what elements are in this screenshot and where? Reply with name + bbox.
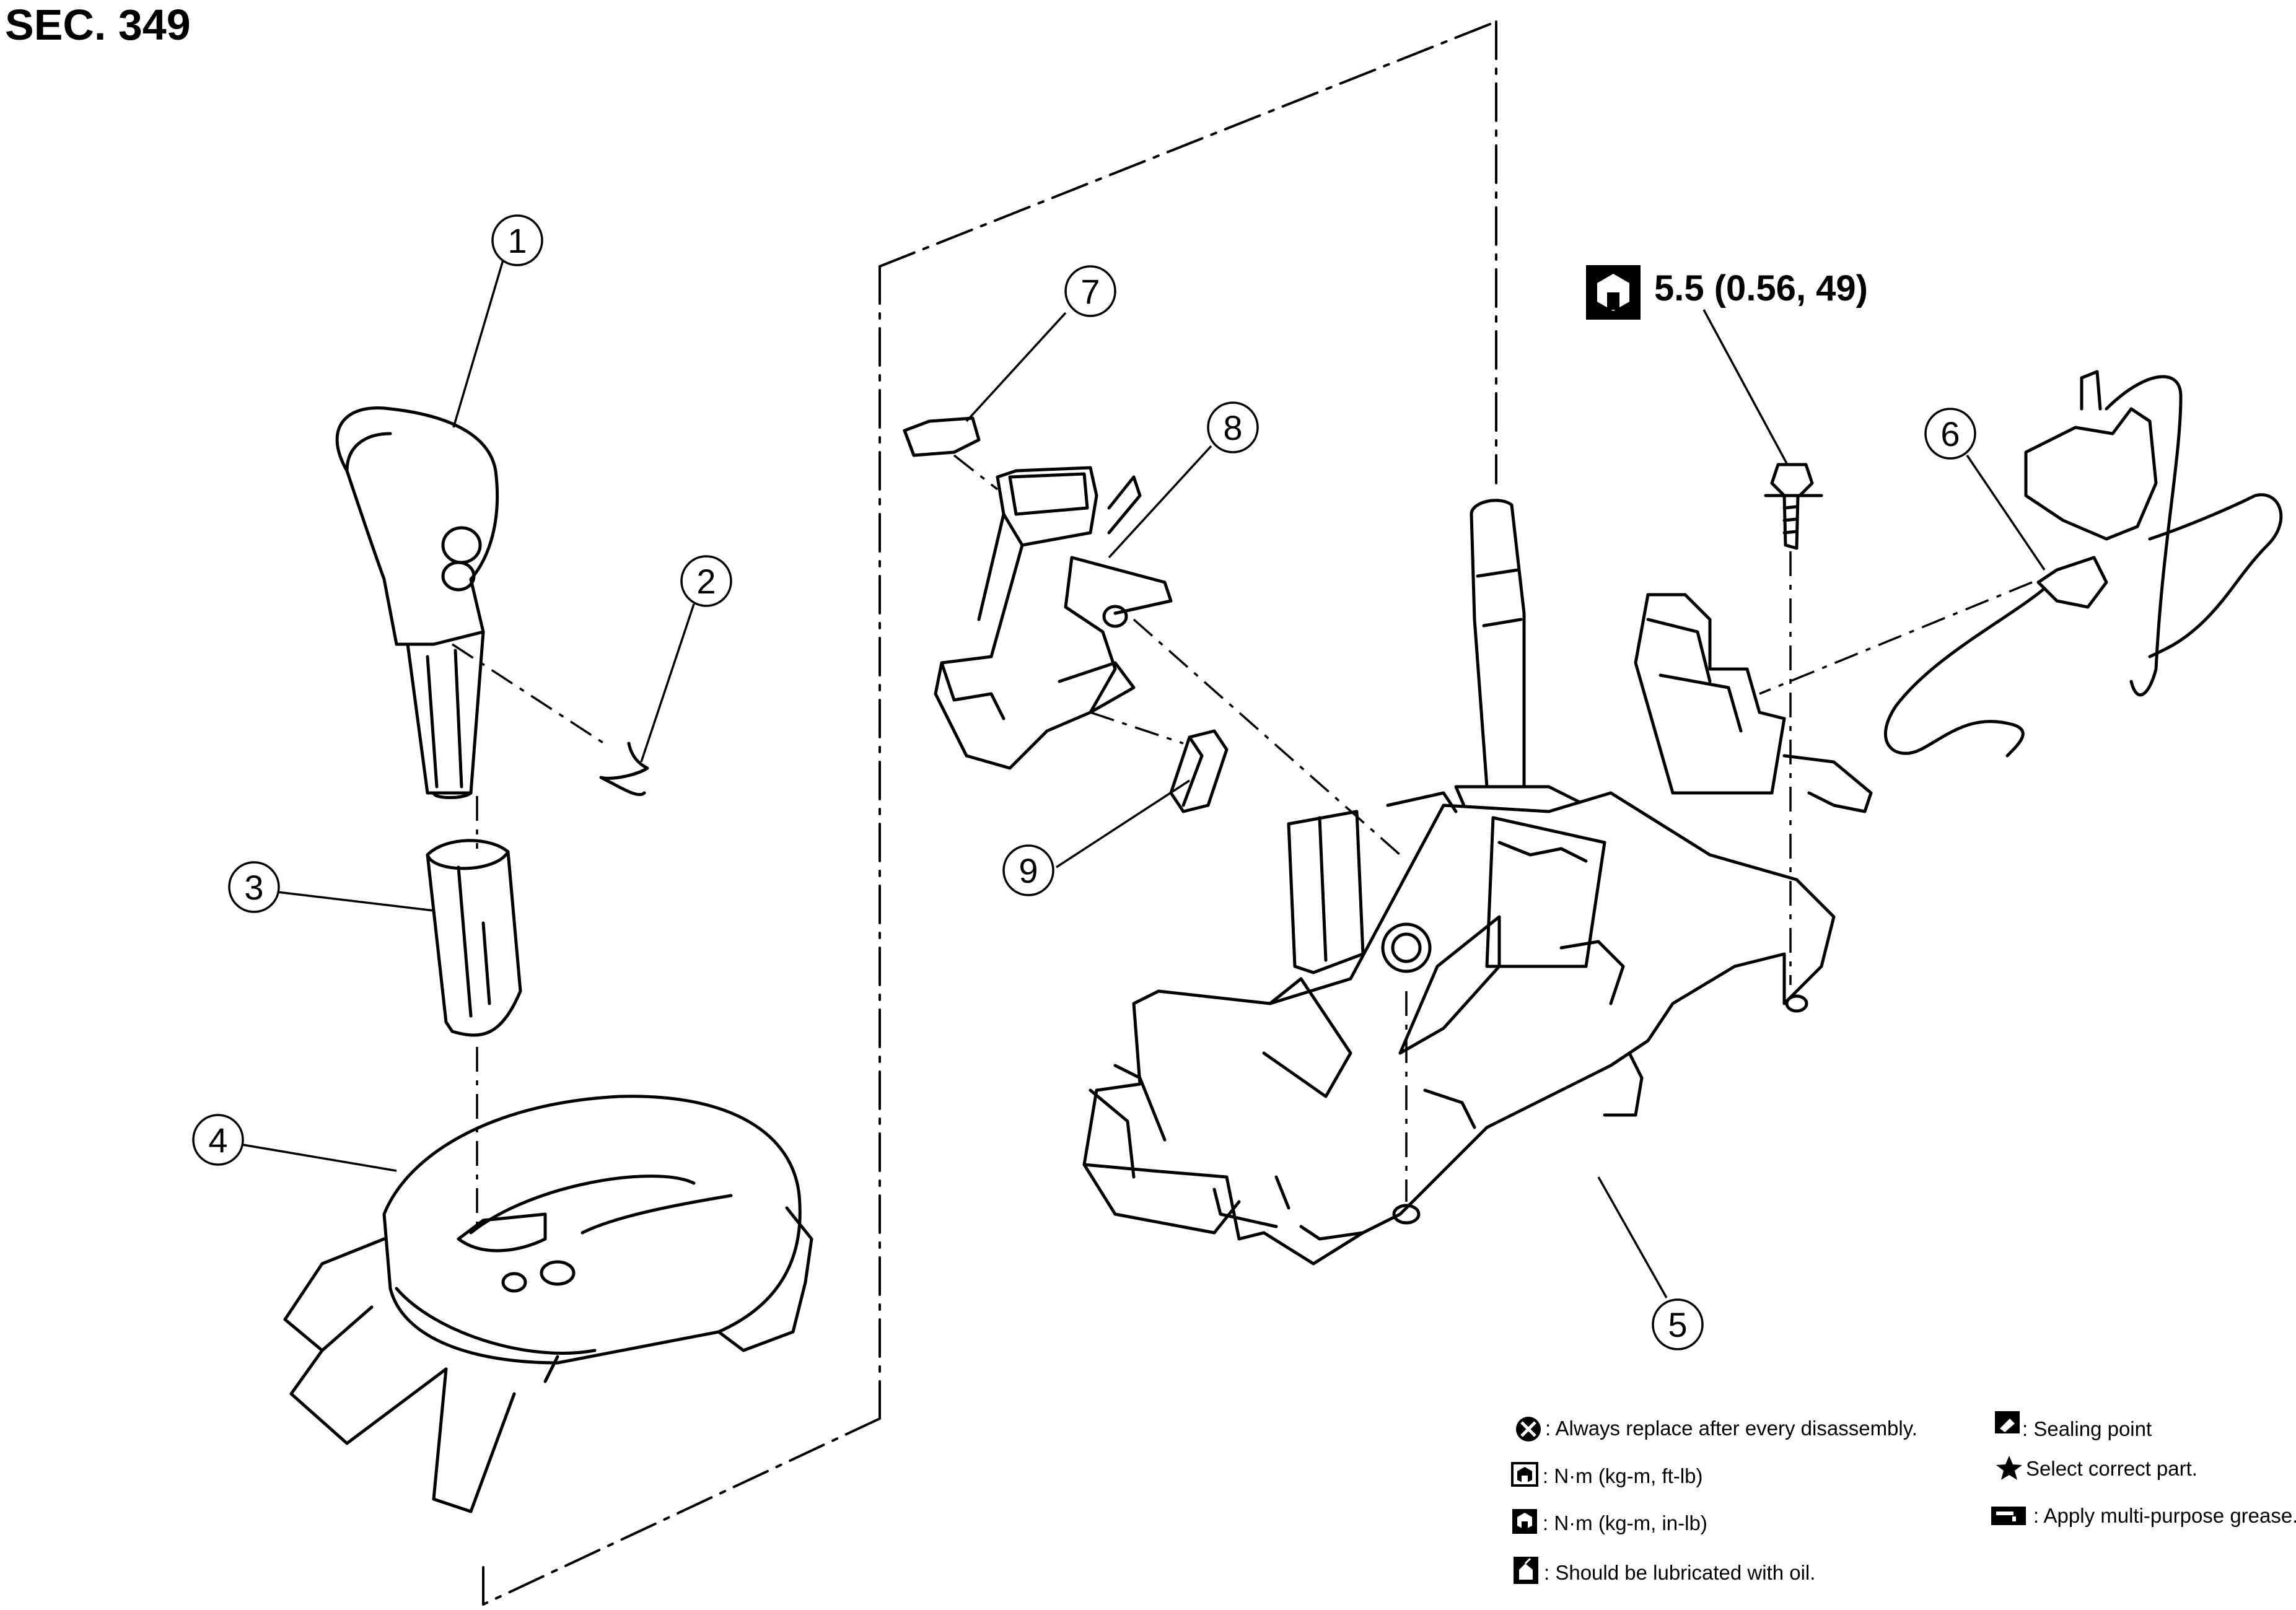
switch-assembly-part-8 <box>934 466 1173 770</box>
grease-icon <box>1991 1507 2026 1525</box>
callout-6: 6 <box>1924 408 1976 460</box>
torque-inlb-icon <box>1586 265 1641 320</box>
callout-2: 2 <box>680 555 732 607</box>
legend-oil-text: : Should be lubricated with oil. <box>1544 1561 1816 1584</box>
torque-inlb-icon-small <box>1512 1509 1537 1534</box>
callout-9: 9 <box>1002 844 1054 896</box>
svg-text:3: 3 <box>244 868 263 907</box>
svg-text:9: 9 <box>1019 851 1038 890</box>
svg-text:6: 6 <box>1940 414 1960 453</box>
sealing-point-icon <box>1995 1411 2020 1433</box>
svg-text:8: 8 <box>1223 408 1242 447</box>
legend-sealing-text: : Sealing point <box>2022 1417 2152 1440</box>
svg-text:5: 5 <box>1668 1305 1687 1344</box>
legend-replace-text: : Always replace after every disassembly… <box>1545 1417 1917 1440</box>
indicator-cover-part-4 <box>283 1095 813 1513</box>
oil-can-icon <box>1514 1557 1538 1584</box>
legend-grease-text: : Apply multi-purpose grease. <box>2033 1504 2296 1527</box>
assembly-frame <box>482 20 1497 1606</box>
always-replace-icon <box>1516 1417 1541 1442</box>
callout-1: 1 <box>491 214 543 266</box>
callout-5: 5 <box>1652 1298 1704 1350</box>
cap-part-7 <box>903 416 981 457</box>
callout-3: 3 <box>228 861 280 913</box>
svg-text:1: 1 <box>507 221 527 260</box>
shifter-base-part-5 <box>1082 499 1873 1266</box>
leader-lines <box>242 260 2046 1298</box>
svg-text:4: 4 <box>208 1121 227 1160</box>
alignment-lines <box>452 454 2033 1233</box>
legend-torque-inlb-text: : N·m (kg-m, in-lb) <box>1543 1512 1707 1534</box>
legend-select-part-text: Select correct part. <box>2026 1457 2197 1480</box>
legend-torque-ftlb-text: : N·m (kg-m, ft-lb) <box>1543 1464 1703 1487</box>
harness-part-6 <box>1883 370 2283 758</box>
callout-8: 8 <box>1207 401 1259 453</box>
star-icon <box>1996 1456 2022 1480</box>
knob-sleeve-part-3 <box>426 839 522 1037</box>
legend-icons <box>1511 1411 2026 1584</box>
torque-spec-label: 5.5 (0.56, 49) <box>1654 268 1868 308</box>
torque-ftlb-icon <box>1511 1462 1538 1487</box>
section-label: SEC. 349 <box>5 1 191 49</box>
clip-part-2 <box>599 742 649 797</box>
bolt-part <box>1764 463 1823 550</box>
connector-part-9 <box>1169 729 1229 813</box>
callout-4: 4 <box>192 1114 244 1166</box>
svg-text:7: 7 <box>1080 272 1100 311</box>
svg-text:2: 2 <box>696 562 716 601</box>
shift-knob-part-1 <box>335 406 499 799</box>
callout-7: 7 <box>1064 265 1116 317</box>
